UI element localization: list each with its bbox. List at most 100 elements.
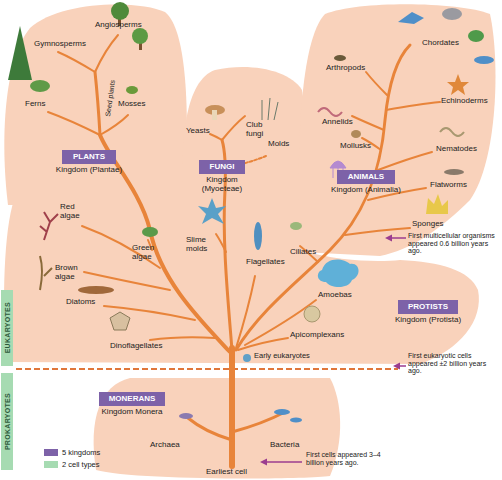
branch [222, 116, 245, 140]
branch [366, 72, 387, 95]
divider-line [16, 368, 398, 370]
kingdom-name: ANIMALS [337, 170, 395, 184]
apicomplexan [304, 306, 320, 322]
insect [334, 55, 346, 61]
time-note: First multicellular organisms appeared 0… [408, 232, 500, 255]
taxon-label: Yeasts [186, 127, 210, 136]
taxon-label: Dinoflagellates [110, 342, 162, 351]
taxon-label: Apicomplexans [290, 331, 344, 340]
arrow-head [393, 363, 400, 370]
bird [398, 12, 424, 24]
kingdom-subtitle: Kingdom (Myoeteae) [189, 175, 255, 193]
fish [474, 56, 494, 64]
branch [150, 337, 215, 340]
taxon-label: Diatoms [66, 298, 95, 307]
mouse [442, 8, 462, 20]
taxon-label: Angiosperms [95, 21, 142, 30]
taxon-label: Mollusks [340, 142, 371, 151]
diatom [78, 286, 114, 294]
kingdom-subtitle: Kingdom (Animalia) [327, 185, 405, 194]
early-eukaryote [243, 354, 251, 362]
taxon-label: Mosses [118, 100, 146, 109]
time-note: First cells appeared 3–4 billion years a… [306, 451, 394, 466]
taxon-label: Chordates [422, 39, 459, 48]
amoeba [318, 259, 359, 287]
taxon-label: Slime molds [186, 236, 216, 254]
taxon-label: Gymnosperms [34, 40, 86, 49]
taxon-label: Club fungi [246, 121, 270, 139]
trunk [229, 348, 235, 466]
kingdom-box: FUNGIKingdom (Myoeteae) [199, 160, 245, 174]
arrow-head [260, 459, 267, 466]
taxon-label: Earliest cell [206, 468, 247, 477]
branch [232, 412, 285, 432]
taxon-label: Arthropods [326, 64, 365, 73]
kingdom-box: MONERANSKingdom Monera [99, 392, 165, 406]
kingdom-name: PLANTS [62, 150, 116, 164]
kingdom-subtitle: Kingdom Monera [89, 407, 175, 416]
snail [351, 130, 361, 138]
taxon-label: Molds [268, 140, 289, 149]
time-arrows [260, 235, 406, 466]
kingdom-subtitle: Kingdom (Plantae) [52, 165, 126, 174]
fern [30, 80, 50, 92]
bacteria-cell [274, 409, 290, 415]
starfish [447, 74, 469, 95]
red-alga [40, 212, 58, 240]
taxon-label: Green algae [132, 244, 160, 262]
angiosperm-tree [132, 28, 148, 44]
branch [210, 134, 222, 140]
legend: 5 kingdoms 2 cell types [44, 446, 100, 470]
dinoflagellate [110, 312, 130, 330]
green-alga [142, 227, 158, 237]
branch [48, 112, 100, 135]
branch [188, 418, 232, 440]
legend-swatch [44, 449, 58, 456]
slime-mold [198, 198, 226, 224]
branch [216, 234, 226, 252]
legend-text: 5 kingdoms [62, 448, 100, 457]
taxon-label: Annelids [322, 118, 353, 127]
arrow-line [390, 237, 406, 239]
frog [468, 30, 484, 42]
branch [95, 72, 100, 135]
legend-text: 2 cell types [62, 460, 100, 469]
conifer [8, 26, 32, 80]
kingdom-subtitle: Kingdom (Protista) [388, 315, 468, 324]
taxon-label: Amoebas [318, 291, 352, 300]
legend-swatch [44, 461, 58, 468]
taxon-label: Early eukaryotes [254, 352, 310, 360]
bacteria-cell [290, 418, 302, 423]
legend-row: 5 kingdoms [44, 446, 100, 458]
branch [236, 45, 410, 350]
flagellate [254, 222, 262, 250]
taxon-label: Sponges [412, 220, 444, 229]
branch [386, 102, 440, 110]
kingdom-box: PLANTSKingdom (Plantae) [62, 150, 116, 164]
kingdom-box: PROTISTSKingdom (Protista) [398, 300, 458, 314]
ciliate [290, 222, 302, 230]
branch [82, 226, 160, 268]
moss [126, 86, 138, 94]
branch [95, 35, 118, 72]
nematode [440, 128, 464, 136]
legend-row: 2 cell types [44, 458, 100, 470]
taxon-label: Ferns [25, 100, 45, 109]
cell-type-band: PROKARYOTES [1, 373, 13, 470]
plants-region [4, 4, 187, 205]
taxon-label: Brown algae [55, 264, 83, 282]
archaea-cell [179, 413, 193, 419]
taxon-label: Nematodes [436, 145, 477, 154]
kingdom-box: ANIMALSKingdom (Animalia) [337, 170, 395, 184]
taxon-label: Archaea [150, 441, 180, 450]
arrow-line [266, 461, 302, 463]
brown-alga [40, 256, 52, 290]
mold [262, 98, 278, 120]
cell-type-band: EUKARYOTES [1, 290, 13, 366]
branch [58, 52, 95, 72]
branch [238, 338, 288, 350]
time-note: First eukaryotic cells appeared ±2 billi… [408, 352, 496, 375]
animals-region [299, 4, 496, 256]
taxon-label: Bacteria [270, 441, 299, 450]
